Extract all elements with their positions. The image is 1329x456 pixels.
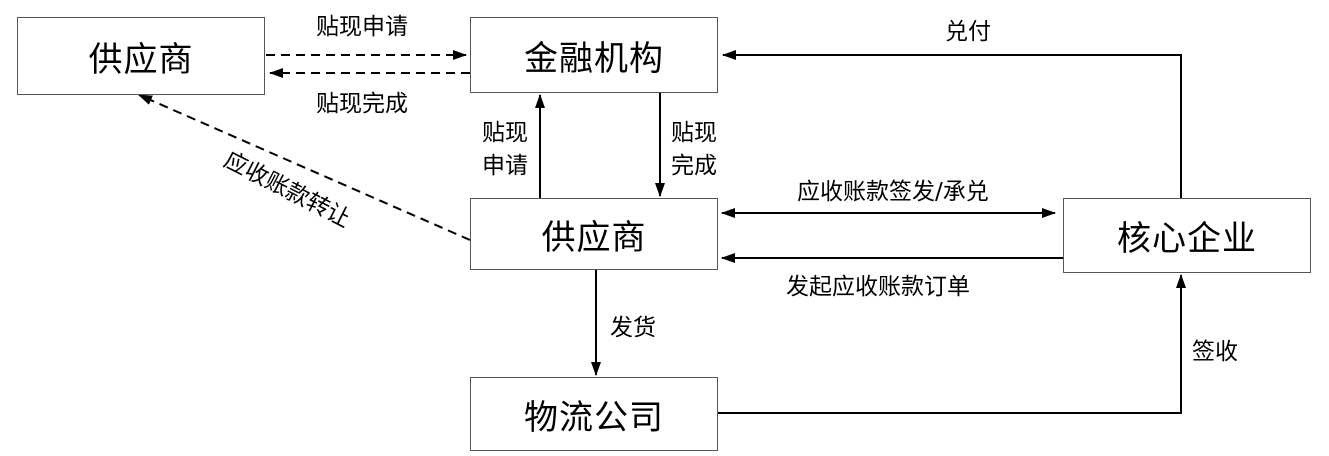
label-discount-apply-top: 贴现申请 [316, 14, 408, 40]
label-discount-done-side: 贴现完成 [671, 120, 717, 179]
node-financial-institution[interactable]: 金融机构 [470, 17, 718, 93]
label-sign-receipt: 签收 [1192, 339, 1238, 365]
label-payment: 兑付 [945, 19, 991, 45]
label-discount-done-top: 贴现完成 [316, 91, 408, 117]
node-logistics-company[interactable]: 物流公司 [470, 377, 718, 451]
edge-receivable-transfer [138, 94, 471, 241]
node-supplier-top[interactable]: 供应商 [17, 17, 265, 95]
node-supplier-main[interactable]: 供应商 [470, 198, 718, 270]
node-core-enterprise[interactable]: 核心企业 [1063, 198, 1311, 273]
label-receivable-issue: 应收账款签发/承兑 [797, 179, 989, 205]
label-shipping: 发货 [610, 315, 656, 341]
edge-sign-receipt [718, 274, 1186, 414]
label-discount-apply-side: 贴现申请 [482, 120, 528, 179]
label-receivable-order: 发起应收账款订单 [786, 274, 970, 300]
edge-payment [722, 50, 1182, 198]
